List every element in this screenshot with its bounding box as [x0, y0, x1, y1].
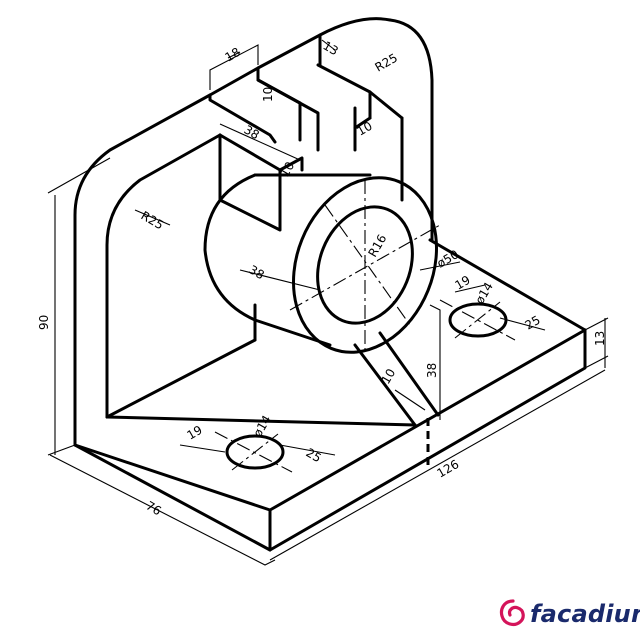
dim-phi14-right: ø14: [472, 280, 495, 307]
dim-18: 18: [223, 45, 243, 65]
dim-r25-left: R25: [139, 208, 166, 232]
dim-r25-top: R25: [373, 51, 400, 75]
slotted-block: [208, 17, 434, 242]
dim-38-top: 38: [242, 122, 262, 142]
dim-19-right: 19: [453, 273, 473, 293]
dim-90: 90: [37, 315, 51, 330]
dim-13-right: 13: [593, 331, 607, 346]
dim-25-right: 25: [523, 313, 543, 333]
rib: [353, 331, 440, 470]
dim-10-rib: 10: [378, 366, 398, 386]
upright-plate: [73, 93, 257, 447]
dim-13: 13: [321, 38, 341, 58]
dim-126: 126: [435, 457, 462, 481]
brand-name: facadium: [530, 600, 640, 628]
cylinder-boss: [203, 173, 441, 354]
hole-left: [214, 431, 293, 473]
dim-25-left: 25: [304, 445, 324, 465]
dim-10-block: 10: [277, 159, 297, 179]
swirl-icon: [499, 599, 525, 627]
base-plate: [73, 238, 587, 552]
dim-phi50: ø50: [435, 247, 462, 270]
brand-logo: facadium: [496, 596, 640, 632]
dim-10-slot-right: 10: [355, 119, 375, 139]
hole-right: [439, 299, 516, 341]
dimension-lines: [47, 39, 609, 566]
dim-38-boss: 38: [247, 262, 267, 282]
dim-38-rib: 38: [425, 363, 439, 378]
dimension-labels: 18 13 R25 10 10 38 10 R25 90 R16 38 ø50 …: [37, 38, 607, 518]
dim-phi14-left: ø14: [250, 413, 273, 440]
dim-10-slot-left: 10: [261, 87, 275, 102]
dim-19-left: 19: [185, 423, 205, 443]
dim-76: 76: [144, 498, 164, 518]
